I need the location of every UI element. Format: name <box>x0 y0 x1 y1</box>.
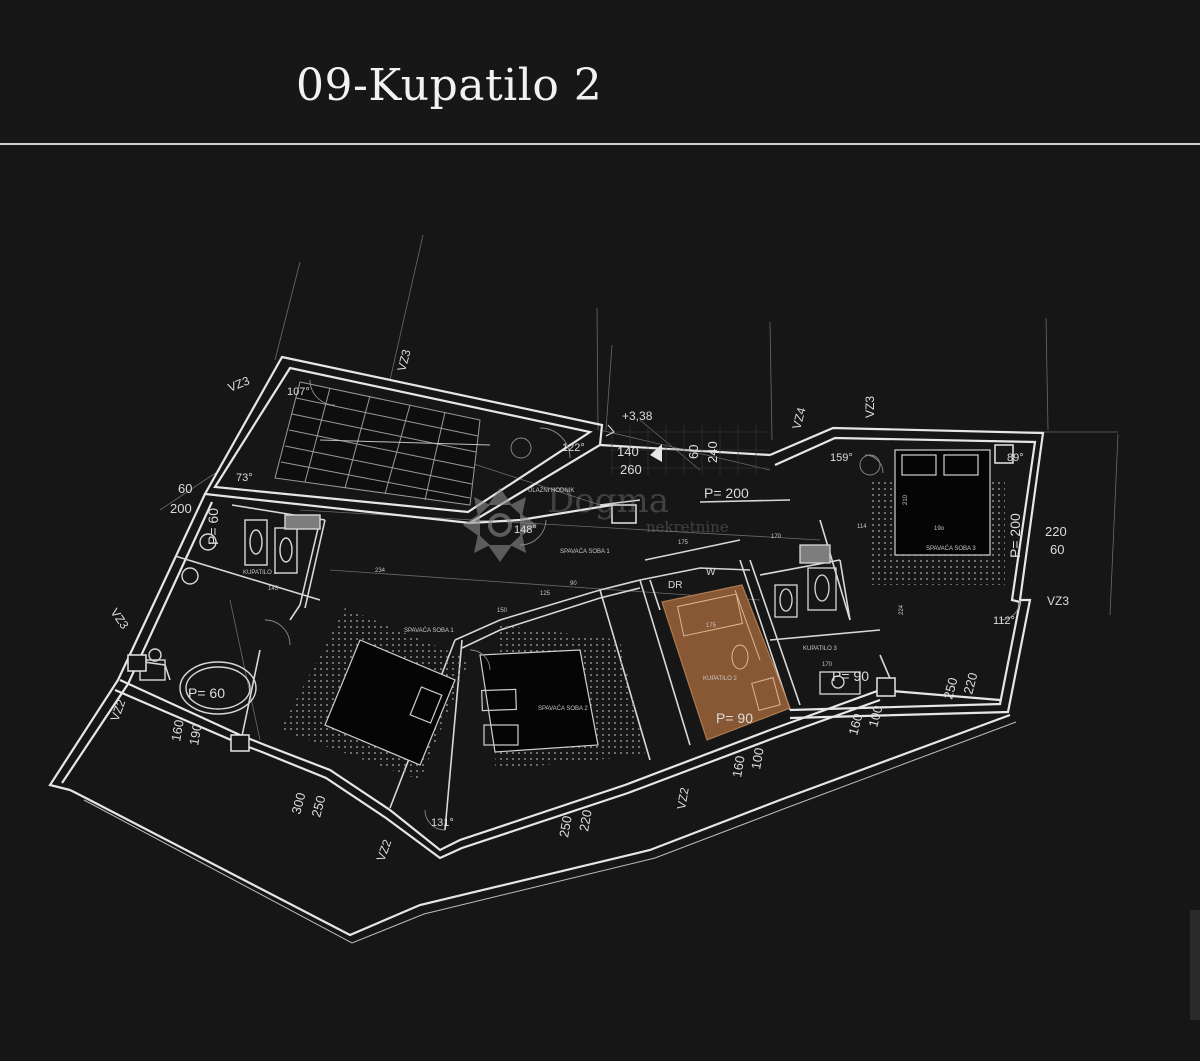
columns <box>127 444 1014 752</box>
header-divider <box>0 143 1200 145</box>
level-label: +3,38 <box>622 409 653 423</box>
sdim-19o: 19o <box>934 526 945 532</box>
area-labels: P= 60 P= 60 P= 200 P= 200 P= 90 P= 90 <box>188 485 1023 726</box>
bathroom-2-highlight <box>661 584 791 741</box>
tag-vz2-bottom: VZ2 <box>374 837 395 863</box>
sdim-210: 210 <box>903 494 909 505</box>
angle-148: 148° <box>514 524 537 536</box>
dim-60-right: 60 <box>1050 542 1064 557</box>
room-label-bedroom1-top: SPAVAĆA SOBA 1 <box>560 548 610 555</box>
tag-vz4: VZ4 <box>789 406 808 431</box>
area-p60-b: P= 60 <box>188 685 225 701</box>
north-arrow-icon <box>650 444 662 462</box>
tag-vz3-left-top: VZ3 <box>226 373 252 394</box>
watermark-sub: nekretnine <box>646 518 729 536</box>
angle-labels: 107° 73° 122° 148° 159° 89° 112° 131° <box>236 386 1024 829</box>
tag-vz3-right-top: VZ3 <box>863 396 877 418</box>
beds <box>324 449 991 766</box>
angle-131: 131° <box>431 817 454 829</box>
area-p60-a: P= 60 <box>205 508 221 545</box>
room-label-bedroom2: SPAVAĆA SOBA 2 <box>538 705 588 712</box>
dim-220-right: 220 <box>1045 524 1067 539</box>
area-p200-a: P= 200 <box>704 485 749 501</box>
page-title: 09-Kupatilo 2 <box>296 60 603 111</box>
angle-112: 112° <box>993 615 1015 627</box>
watermark: Dogma nekretnine <box>463 481 729 562</box>
angle-89: 89° <box>1007 452 1024 464</box>
sdim-224: 224 <box>899 604 905 615</box>
dim-140: 140 <box>617 444 639 459</box>
door-swings <box>264 379 1021 831</box>
room-label-bedroom3: SPAVAĆA SOBA 3 <box>926 545 976 552</box>
sdim-175b: 175 <box>706 623 717 629</box>
level-marker: +3,38 <box>605 409 662 462</box>
dim-250-b: 250 <box>556 815 575 839</box>
room-label-bathroom2: KUPATILO 2 <box>703 676 737 682</box>
area-p90-b: P= 90 <box>832 668 869 684</box>
room-labels: ULAZNI HODNIK SPAVAĆA SOBA 1 SPAVAĆA SOB… <box>243 488 976 712</box>
dim-300: 300 <box>288 791 308 816</box>
room-label-dr: DR <box>668 580 682 591</box>
tag-vz2-mid: VZ2 <box>674 786 692 810</box>
tag-vz3-right: VZ3 <box>1047 594 1069 608</box>
dim-160-l: 160 <box>168 719 187 743</box>
scrollbar-thumb[interactable] <box>1190 910 1200 1020</box>
dim-250-l: 250 <box>308 794 328 819</box>
dim-100-b: 100 <box>748 747 767 771</box>
angle-107: 107° <box>287 386 310 398</box>
sdim-234: 234 <box>375 568 386 574</box>
sdim-90: 90 <box>570 581 577 587</box>
sdim-170: 170 <box>771 534 782 540</box>
dim-200-left: 200 <box>170 501 192 516</box>
dim-60-left: 60 <box>178 481 192 496</box>
sdim-175: 175 <box>678 540 689 546</box>
tag-vz3-left: VZ3 <box>108 606 132 632</box>
sdim-150: 150 <box>497 608 508 614</box>
dimension-labels: 140 260 60 240 60 200 220 60 250 220 160… <box>168 441 1067 838</box>
bathroom-2-fixtures <box>676 589 781 711</box>
watermark-logo-icon <box>463 488 537 562</box>
watermark-brand: Dogma <box>547 481 669 521</box>
bathroom-1-fixtures <box>139 514 321 715</box>
room-label-bathroom3: KUPATILO 3 <box>803 646 837 652</box>
room-label-w: W <box>706 567 716 578</box>
dim-100-r: 100 <box>865 704 885 729</box>
bathroom-3-fixtures <box>774 544 861 695</box>
room-label-entrance: ULAZNI HODNIK <box>528 488 574 494</box>
dim-60-top: 60 <box>686 445 701 459</box>
sdim-114: 114 <box>857 524 867 530</box>
header: 09-Kupatilo 2 <box>0 0 1200 145</box>
dim-160-b: 160 <box>729 755 748 779</box>
dim-190-l: 190 <box>186 723 205 747</box>
angle-159: 159° <box>830 452 853 464</box>
angle-122: 122° <box>562 442 585 454</box>
window-tags: VZ3 VZ3 VZ3 VZ3 VZ3 VZ4 VZ2 VZ2 VZ2 <box>108 348 1070 863</box>
dim-160-r: 160 <box>845 712 865 737</box>
area-p90-a: P= 90 <box>716 710 753 726</box>
dim-250-right: 250 <box>940 676 960 701</box>
dim-240: 240 <box>705 441 720 463</box>
staircase <box>274 381 491 506</box>
dim-220-b: 220 <box>576 809 595 833</box>
room-label-bathroom1: KUPATILO 1 <box>243 570 277 576</box>
angle-73: 73° <box>236 472 253 484</box>
dim-220-right2: 220 <box>960 671 980 696</box>
sdim-125: 125 <box>540 591 551 597</box>
sdim-170b: 170 <box>822 662 833 668</box>
area-p200-b: P= 200 <box>1007 513 1023 558</box>
tag-vz2-left: VZ2 <box>108 697 129 723</box>
room-label-bedroom1: SPAVAĆA SOBA 1 <box>404 627 454 634</box>
terrace-tiles <box>610 425 770 475</box>
small-dimension-labels: 145 234 175 170 90 150 125 114 19o 170 2… <box>268 494 945 668</box>
tag-vz3-top: VZ3 <box>394 348 413 373</box>
dim-260: 260 <box>620 462 642 477</box>
sdim-145: 145 <box>268 586 279 592</box>
